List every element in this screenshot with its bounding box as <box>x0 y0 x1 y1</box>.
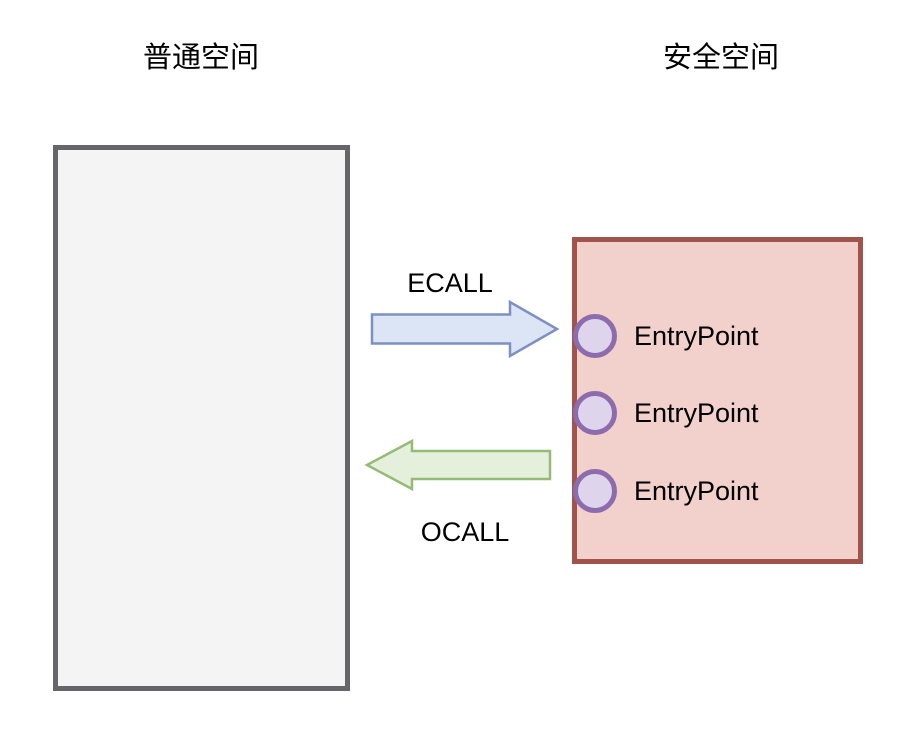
ocall-arrow-icon <box>364 438 552 492</box>
secure-space-title: 安全空间 <box>662 42 779 74</box>
entry-point-circle-3 <box>573 469 617 513</box>
normal-space-title: 普通空间 <box>142 42 259 74</box>
secure-space-box <box>572 237 863 564</box>
ecall-label: ECALL <box>407 268 493 298</box>
entry-point-label-1: EntryPoint <box>634 321 759 351</box>
normal-space-box <box>53 145 350 691</box>
entry-point-circle-1 <box>573 314 617 358</box>
ecall-arrow-icon <box>370 299 560 359</box>
entry-point-label-2: EntryPoint <box>634 398 759 428</box>
ocall-label: OCALL <box>420 517 510 547</box>
entry-point-label-3: EntryPoint <box>634 476 759 506</box>
entry-point-circle-2 <box>573 391 617 435</box>
